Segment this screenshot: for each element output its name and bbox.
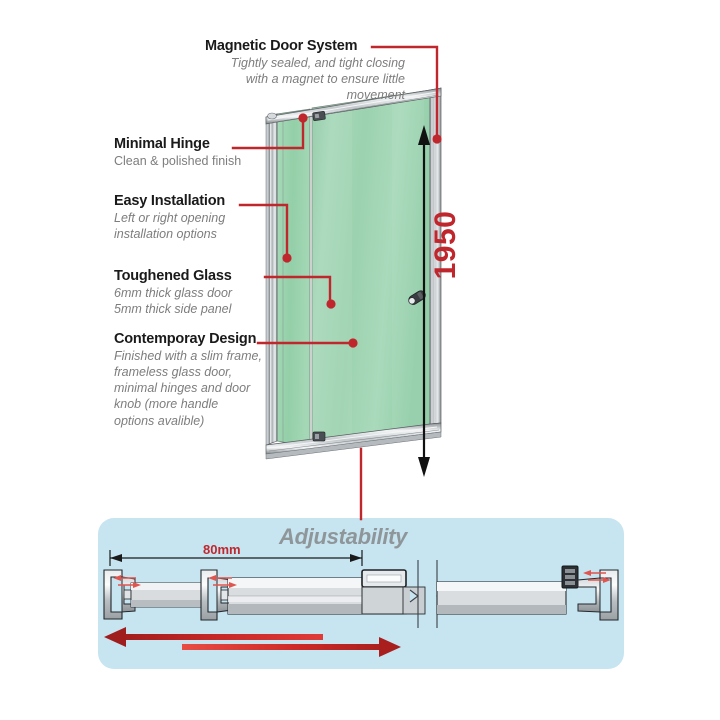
callout-subtitle-line: minimal hinges and door <box>114 381 251 396</box>
adjustability-title: Adjustability <box>279 524 408 549</box>
callout-dot-design <box>348 338 358 348</box>
callout-subtitle-line: Left or right opening <box>114 210 226 225</box>
adjust-arrow-right-icon <box>182 637 401 657</box>
callout-subtitle-line: Clean & polished finish <box>114 153 242 168</box>
top-rail <box>265 87 442 125</box>
callout-subtitle-line: 6mm thick glass door <box>114 285 233 300</box>
callout-subtitle-line: 5mm thick side panel <box>114 301 232 316</box>
callout-subtitle-line: movement <box>346 88 405 103</box>
hinge-icon <box>312 431 326 442</box>
callout-subtitle-line: frameless glass door, <box>114 364 233 379</box>
knob-icon <box>408 290 426 305</box>
callout-subtitle-line: Finished with a slim frame, <box>114 348 262 363</box>
shower-door-assembly <box>265 87 442 460</box>
right-wall-channel <box>577 569 619 621</box>
height-dimension-label: 1950 <box>429 210 462 280</box>
callout-easy-installation: Easy Installation Left or right opening … <box>114 193 225 242</box>
callout-title: Contemporay Design <box>114 331 257 347</box>
bottom-rail <box>265 422 442 460</box>
callout-dot-glass <box>326 299 336 309</box>
left-inner-channel <box>130 582 202 608</box>
callout-subtitle-line: installation options <box>114 226 217 241</box>
door-glass-panel <box>311 89 431 448</box>
left-frame-post <box>265 113 278 446</box>
callout-subtitle-line: options avalible) <box>114 413 205 428</box>
callout-minimal-hinge: Minimal Hinge Clean & polished finish <box>114 136 241 169</box>
callout-contemporay-design: Contemporay Design Finished with a slim … <box>114 331 262 429</box>
left-wall-channel <box>103 569 136 620</box>
callout-toughened-glass: Toughened Glass 6mm thick glass door 5mm… <box>114 268 232 317</box>
callout-title: Toughened Glass <box>114 268 232 284</box>
adjust-arrow-left-icon <box>104 627 323 647</box>
hinge-icon <box>312 111 326 121</box>
callout-dots <box>282 113 442 348</box>
right-frame-post <box>429 87 442 425</box>
magnet-catch-block <box>361 569 407 588</box>
dimension-80mm <box>109 550 363 566</box>
callout-title: Minimal Hinge <box>114 136 210 152</box>
callout-leader-lines <box>231 45 439 521</box>
callout-subtitle-line: Tightly sealed, and tight closing <box>230 55 405 70</box>
height-dimension <box>418 125 430 477</box>
callout-subtitle-line: with a magnet to ensure little <box>245 71 405 86</box>
callout-dot-magnetic <box>432 134 442 144</box>
arrow-pair-left-2 <box>208 575 237 588</box>
adjustability-cross-section <box>103 550 619 657</box>
arrow-pair-right <box>583 570 611 583</box>
callout-dot-install <box>282 253 292 263</box>
adjustability-dimension-label: 80mm <box>203 542 241 557</box>
callout-dot-hinge <box>298 113 308 123</box>
arrow-pair-left-1 <box>113 575 141 588</box>
small-adjust-arrows <box>113 570 611 588</box>
callout-magnetic-door-system: Magnetic Door System Tightly sealed, and… <box>205 38 405 103</box>
right-hinge-block <box>561 565 579 589</box>
callout-title: Easy Installation <box>114 193 226 209</box>
callout-subtitle-line: knob (more handle <box>114 397 219 412</box>
frame-bar-right <box>436 581 567 615</box>
callout-title: Magnetic Door System <box>205 38 358 54</box>
